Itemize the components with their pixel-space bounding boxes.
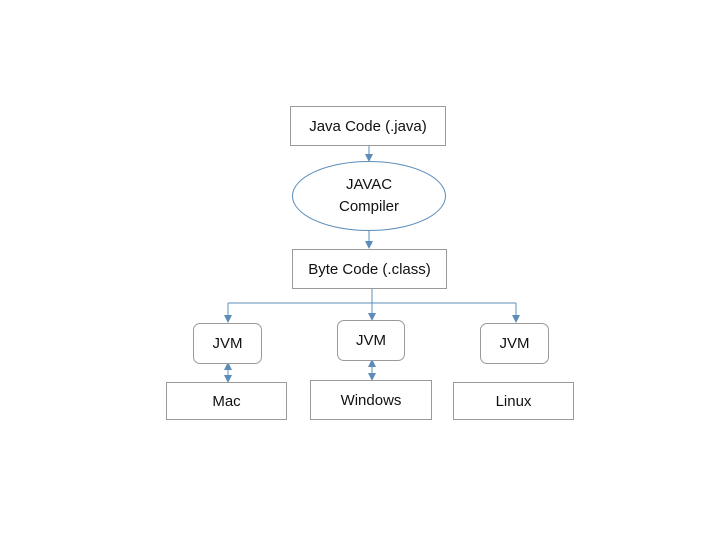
platform-box-linux: Linux [453, 382, 574, 420]
jvm-label-windows: JVM [356, 332, 386, 349]
compiler-label-line2: Compiler [338, 198, 399, 215]
platform-box-mac: Mac [166, 382, 287, 420]
bytecode-label: Byte Code (.class) [308, 260, 431, 278]
jvm-box-linux: JVM [480, 323, 549, 364]
bytecode-box: Byte Code (.class) [292, 249, 447, 289]
javac-compiler-ellipse: JAVAC Compiler [292, 161, 446, 231]
platform-box-windows: Windows [310, 380, 432, 420]
platform-label-mac: Mac [212, 392, 241, 410]
compiler-label-line1: JAVAC [345, 176, 393, 193]
platform-label-windows: Windows [340, 391, 402, 409]
platform-label-linux: Linux [495, 392, 532, 410]
java-source-box: Java Code (.java) [290, 106, 446, 146]
jvm-label-mac: JVM [212, 335, 243, 352]
jvm-label-linux: JVM [499, 335, 530, 352]
java-source-label: Java Code (.java) [309, 117, 427, 135]
jvm-box-mac: JVM [193, 323, 262, 364]
jvm-box-windows: JVM [337, 320, 405, 361]
